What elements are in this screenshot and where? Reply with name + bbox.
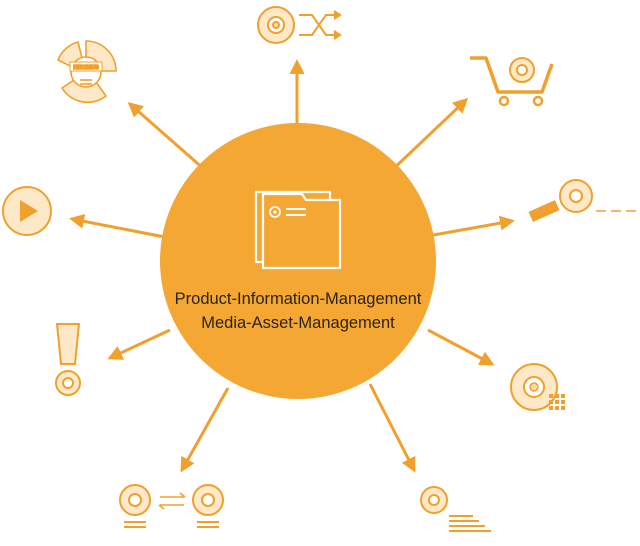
play-icon: [2, 186, 52, 236]
hub-title-line2: Media-Asset-Management: [201, 314, 395, 332]
arrow-lower-right: [427, 328, 495, 366]
folder-icon: [254, 190, 342, 270]
connector-arrows: [69, 59, 515, 473]
arrow-top-right: [388, 97, 469, 174]
disc-badge-icon: RHODIUS: [56, 40, 117, 104]
arrow-bottom-right: [368, 383, 416, 473]
disc-exchange-icon: [119, 484, 224, 528]
disc-grid-icon: [510, 363, 565, 411]
arrow-top-left: [127, 102, 206, 172]
arrow-bottom-left: [180, 387, 230, 473]
arrow-right: [427, 215, 515, 238]
disc-routing-icon: [257, 6, 342, 44]
disc-bars-icon: [420, 486, 491, 532]
exclamation-disc-icon: [55, 323, 81, 396]
badge-text: RHODIUS: [73, 65, 99, 71]
arrow-lower-left: [107, 328, 171, 360]
hub-title-line1: Product-Information-Management: [175, 290, 422, 308]
arrow-left: [69, 213, 171, 240]
disc-scanner-icon: [528, 179, 640, 222]
shopping-cart-icon: [470, 56, 554, 107]
